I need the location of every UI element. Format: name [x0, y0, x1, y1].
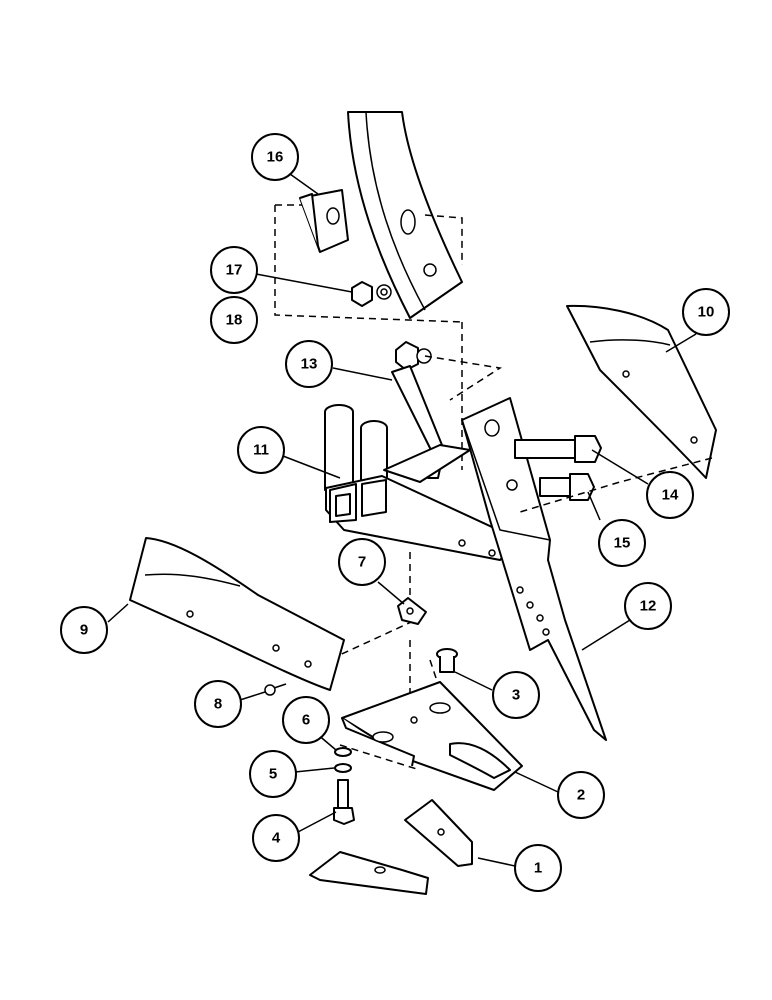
bolt-14: [514, 435, 602, 463]
main-frame: [324, 404, 521, 561]
callout-15: 15: [598, 519, 646, 567]
callout-14: 14: [646, 471, 694, 519]
assembly-bracket-lines: [274, 204, 463, 470]
callout-9-label: 9: [80, 622, 88, 639]
share-holder: [341, 681, 523, 791]
callout-11-label: 11: [253, 442, 269, 459]
bolt-15: [539, 473, 595, 501]
right-wing: [566, 304, 717, 479]
callout-3-label: 3: [512, 687, 520, 704]
callout-6-label: 6: [302, 712, 310, 729]
callout-14-label: 14: [662, 487, 679, 504]
callout-3: 3: [492, 671, 540, 719]
callout-16-label: 16: [267, 149, 284, 166]
alignment-lines: [319, 457, 713, 771]
callout-10: 10: [682, 288, 730, 336]
callout-13-label: 13: [301, 356, 318, 373]
callout-4-label: 4: [272, 830, 281, 847]
callout-17: 17: [210, 246, 258, 294]
callout-8-label: 8: [214, 696, 222, 713]
callout-4: 4: [252, 814, 300, 862]
callout-6: 6: [282, 696, 330, 744]
square-plate: [299, 189, 349, 253]
callout-16: 16: [251, 133, 299, 181]
callout-8: 8: [194, 680, 242, 728]
callout-11: 11: [237, 426, 285, 474]
callout-1: 1: [514, 844, 562, 892]
callout-18: 18: [210, 296, 258, 344]
callout-5-label: 5: [269, 766, 277, 783]
callout-18-label: 18: [226, 312, 243, 329]
callout-13: 13: [285, 340, 333, 388]
callout-15-label: 15: [614, 535, 631, 552]
upper-nut: [395, 341, 432, 371]
point-tip: [309, 799, 473, 895]
callout-2-label: 2: [577, 787, 585, 804]
callout-9: 9: [60, 606, 108, 654]
callout-10-label: 10: [698, 304, 715, 321]
clip: [397, 597, 427, 625]
countersunk-bolt: [436, 648, 458, 673]
curved-standard: [347, 111, 463, 319]
callout-2: 2: [557, 771, 605, 819]
callout-1-label: 1: [534, 860, 542, 877]
callout-5: 5: [249, 750, 297, 798]
screw-8: [264, 683, 287, 696]
callout-12: 12: [624, 582, 672, 630]
nut-and-washer: [351, 281, 392, 307]
bolt-4: [333, 779, 355, 825]
washers: [334, 747, 352, 773]
shank: [461, 397, 607, 741]
left-wing: [129, 537, 345, 691]
callout-17-label: 17: [226, 262, 243, 279]
callout-7: 7: [338, 538, 386, 586]
callout-7-label: 7: [358, 554, 366, 571]
callout-12-label: 12: [640, 598, 657, 615]
